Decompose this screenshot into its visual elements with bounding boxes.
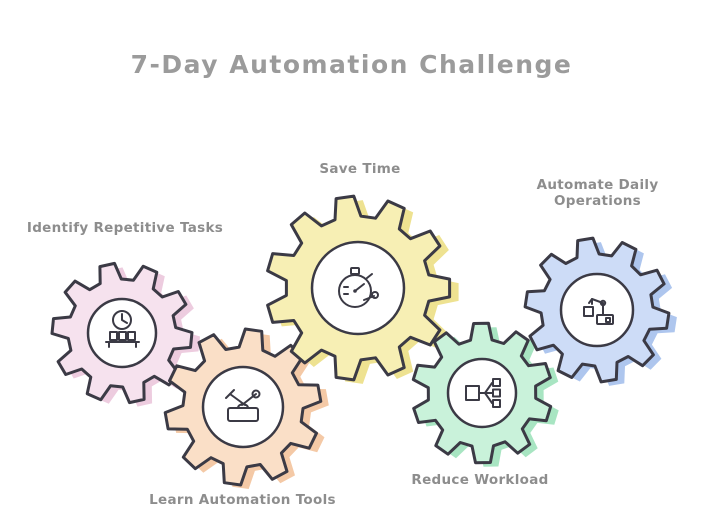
gear-inner-circle bbox=[559, 272, 635, 348]
robot-arm-icon bbox=[583, 298, 614, 325]
gear-save-time bbox=[266, 194, 459, 384]
label-reduce-workload: Reduce Workload bbox=[411, 472, 549, 488]
gear-automate-daily-operations bbox=[523, 236, 677, 386]
label-identify-repetitive-tasks: Identify Repetitive Tasks bbox=[26, 220, 224, 236]
workflow-icon bbox=[465, 378, 501, 408]
label-save-time: Save Time bbox=[319, 161, 401, 177]
page-title: 7-Day Automation Challenge bbox=[130, 50, 573, 79]
gear-identify-repetitive-tasks bbox=[50, 261, 200, 407]
gear-reduce-workload bbox=[411, 321, 559, 467]
clock-task-icon bbox=[105, 310, 140, 348]
label-automate-daily-operations: Automate Daily Operations bbox=[536, 177, 659, 210]
label-learn-automation-tools: Learn Automation Tools bbox=[149, 492, 336, 508]
tools-icon bbox=[225, 389, 261, 422]
stopwatch-icon bbox=[338, 267, 379, 308]
gear-learn-automation-tools bbox=[163, 327, 329, 489]
